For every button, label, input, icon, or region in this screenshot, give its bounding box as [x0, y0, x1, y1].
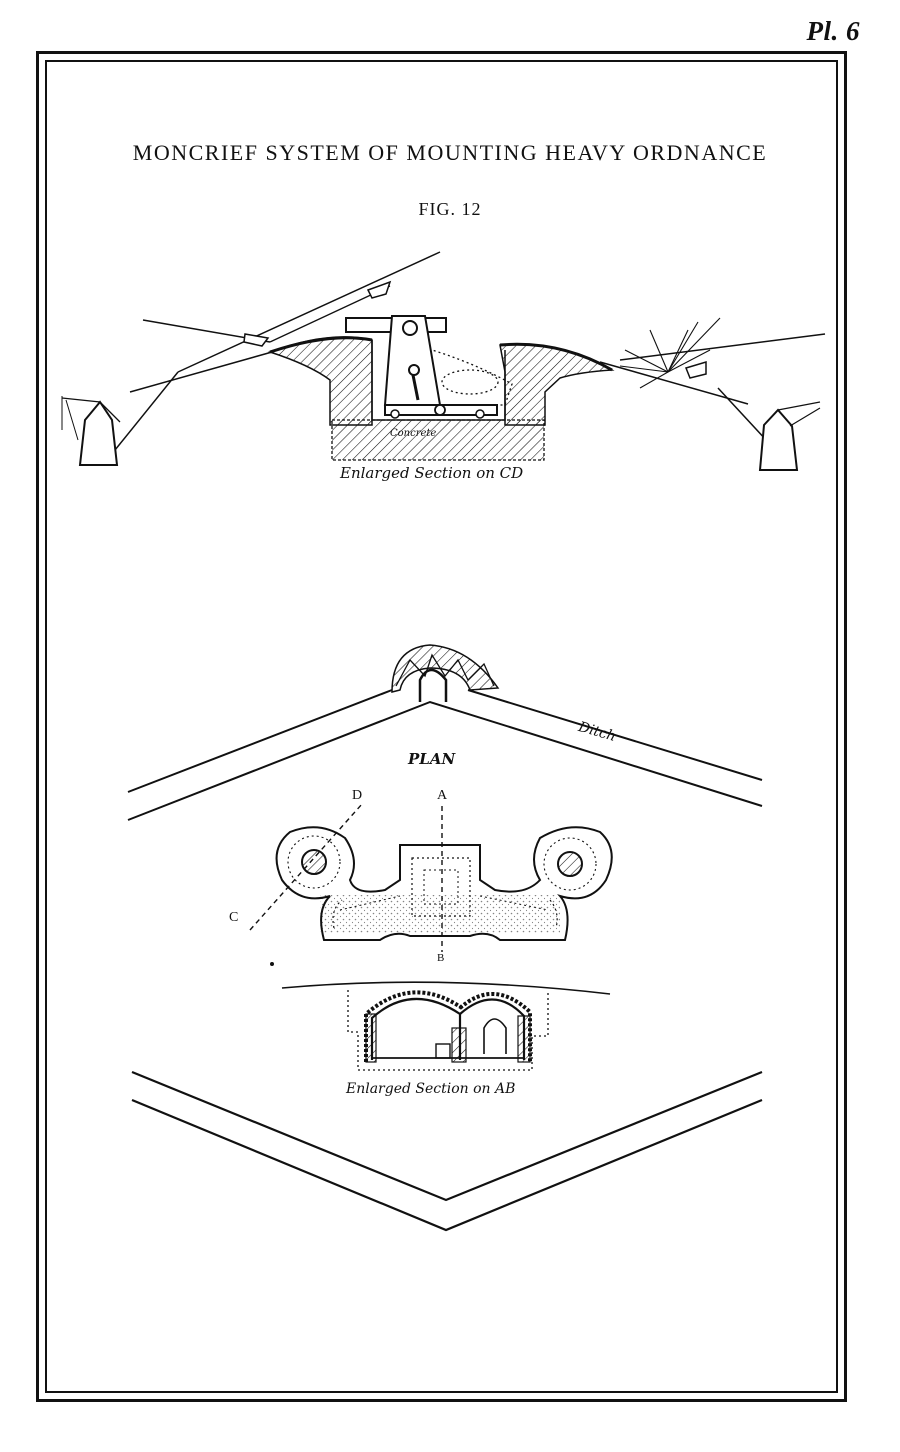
point-a-label: A: [437, 788, 448, 803]
tower-right: [758, 408, 799, 471]
lower-ditch-chevron: [131, 1070, 763, 1232]
plate-frame-inner: [45, 60, 838, 1393]
section-ab-drawing: [281, 981, 611, 1071]
salient-mound: [391, 644, 500, 693]
gun-emplacement-left: [301, 849, 327, 875]
glacis-line: [599, 361, 749, 405]
trunnion: [402, 320, 418, 336]
gun-pit-plan: [275, 826, 613, 941]
plate-frame-outer: [36, 51, 847, 1402]
point-b-label: B: [437, 952, 445, 964]
vault-right: [459, 998, 526, 1060]
concrete-label: Concrete: [390, 428, 437, 439]
ground-line: [281, 981, 611, 995]
caponier: [418, 668, 448, 702]
tower-left: [78, 400, 119, 466]
section-line-cd: [249, 803, 363, 931]
gun-emplacement-right: [557, 851, 583, 877]
ditch-outer-line: [131, 1070, 763, 1202]
ditch-inner-line: [127, 700, 763, 821]
shell-projectile: [366, 280, 392, 299]
trajectory-line: [114, 371, 179, 451]
salient-mound-stripes: [395, 653, 495, 687]
figure-label: FIG. 12: [418, 199, 482, 219]
vault-left: [370, 997, 462, 1060]
plan-label: PLAN: [408, 750, 456, 768]
section-ab-caption: Enlarged Section on AB: [346, 1081, 516, 1097]
wall-left: [365, 1013, 377, 1063]
concrete-base: [331, 419, 545, 461]
point-d-label: D: [352, 788, 363, 803]
wall-right: [517, 1015, 531, 1063]
excavation-outline: [347, 990, 549, 1071]
earthwork-right: [499, 343, 615, 426]
trajectory-line: [177, 251, 441, 373]
plate-number: Pl. 6: [806, 16, 860, 46]
shell-burst: [619, 317, 721, 389]
point-c-label: C: [229, 910, 239, 925]
plan-drawing: [127, 644, 763, 966]
earthwork-left: [267, 336, 373, 426]
wall-center: [451, 1027, 467, 1063]
plate-title: MONCRIEF SYSTEM OF MOUNTING HEAVY ORDNAN…: [132, 140, 768, 165]
section-cd-drawing: [61, 251, 826, 471]
trajectory-line: [619, 333, 826, 361]
ditch-outer-line: [127, 689, 763, 793]
ditch-inner-line: [131, 1098, 763, 1232]
section-cd-caption: Enlarged Section on CD: [340, 464, 524, 482]
doorway: [483, 1018, 507, 1054]
glacis-line: [129, 351, 273, 393]
shell-projectile: [684, 360, 707, 379]
shell-projectile: [243, 333, 270, 347]
